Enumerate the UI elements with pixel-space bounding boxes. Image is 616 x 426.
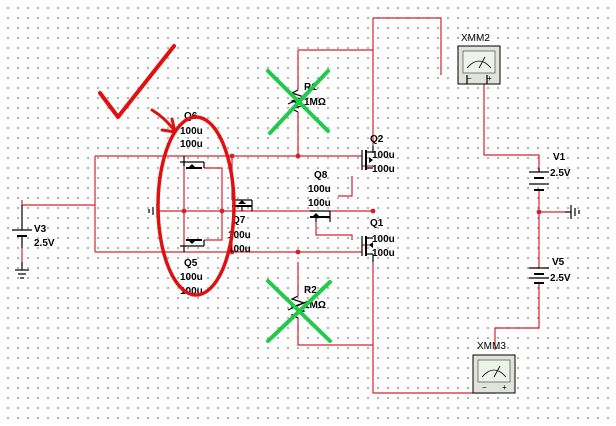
transistor-q8-icon[interactable] <box>310 210 331 222</box>
q6-v2: 100u <box>180 139 203 150</box>
cross-r2-icon <box>266 279 332 343</box>
transistor-q6-icon[interactable] <box>180 156 205 169</box>
xmm3-name: XMM3 <box>477 341 506 352</box>
multimeter-xmm3-icon[interactable] <box>472 354 516 394</box>
multimeter-xmm2-icon[interactable] <box>457 45 501 85</box>
junction-dots <box>181 153 542 255</box>
q2-v2: 100u <box>372 164 395 175</box>
q1-v2: 100u <box>372 248 395 259</box>
v1-name: V1 <box>553 152 566 163</box>
v3-value: 2.5V <box>34 238 55 249</box>
q8-v1: 100u <box>308 184 331 195</box>
circle-highlight <box>156 115 236 297</box>
v3-name: V3 <box>34 224 47 235</box>
ground-icon <box>565 205 580 219</box>
battery-v3-icon[interactable] <box>12 205 32 248</box>
checkmark-icon <box>98 44 176 119</box>
ground-icon <box>15 262 29 279</box>
q6-v1: 100u <box>180 126 203 137</box>
r2-value: 1MΩ <box>304 300 326 311</box>
q7-v2: 100u <box>228 244 251 255</box>
battery-v5-icon[interactable] <box>529 267 549 284</box>
ground-icon <box>148 204 158 218</box>
v1-value: 2.5V <box>550 168 571 179</box>
q2-v1: 100u <box>372 150 395 161</box>
q7-name: Q7 <box>232 215 246 226</box>
q8-v2: 100u <box>308 198 331 209</box>
arrow-icon <box>150 108 177 134</box>
v5-value: 2.5V <box>550 273 571 284</box>
q5-v2: 100u <box>180 286 203 297</box>
r1-value: 1MΩ <box>304 97 326 108</box>
transistor-q1-icon[interactable] <box>361 236 374 262</box>
q1-v1: 100u <box>372 234 395 245</box>
battery-v1-icon[interactable] <box>529 168 549 191</box>
r2-name: R2 <box>304 285 317 296</box>
q2-name: Q2 <box>370 134 384 145</box>
cross-r1-icon <box>266 69 330 135</box>
q7-v1: 100u <box>228 230 251 241</box>
q8-name: Q8 <box>314 170 328 181</box>
q1-name: Q1 <box>370 218 384 229</box>
v5-name: V5 <box>552 257 565 268</box>
xmm2-name: XMM2 <box>461 33 490 44</box>
transistor-q2-icon[interactable] <box>361 146 374 170</box>
q5-name: Q5 <box>184 258 198 269</box>
transistor-q5-icon[interactable] <box>180 239 205 252</box>
q5-v1: 100u <box>180 272 203 283</box>
